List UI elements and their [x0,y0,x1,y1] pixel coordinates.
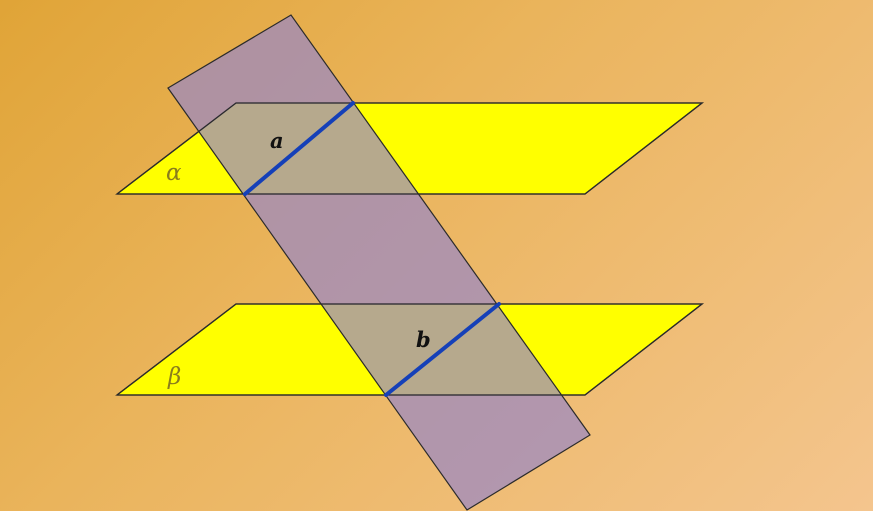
intersection-line-a [243,101,355,196]
line-label-b: b [416,327,431,352]
intersection-line-b [384,302,501,397]
cutting-plane [167,14,591,511]
plane-alpha-edge-outline [116,102,704,195]
plane-label-beta: β [167,364,181,390]
line-label-a: a [270,128,284,153]
plane-label-alpha: α [166,160,182,186]
plane-beta-edge-outline [116,303,704,396]
